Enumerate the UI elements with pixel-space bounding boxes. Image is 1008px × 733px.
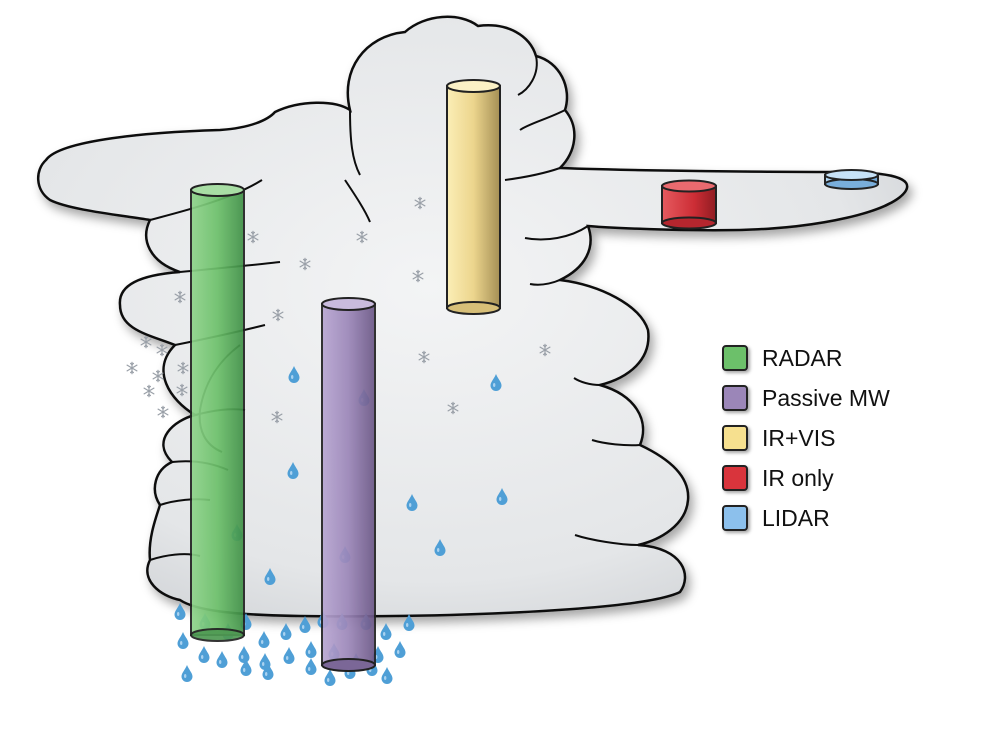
lidar-cylinder xyxy=(824,169,879,190)
raindrop-icon xyxy=(198,646,210,663)
legend-swatch-passive-mw xyxy=(722,385,748,411)
cloud-shape xyxy=(37,15,909,618)
raindrop-icon xyxy=(394,641,406,658)
raindrop-icon xyxy=(324,669,336,686)
legend-item-ir-only: IR only xyxy=(722,463,834,493)
raindrop-icon xyxy=(305,641,317,658)
legend-item-radar: RADAR xyxy=(722,343,843,373)
raindrop-icon xyxy=(177,632,189,649)
raindrop-icon xyxy=(380,623,392,640)
legend-swatch-lidar xyxy=(722,505,748,531)
legend-label-ir-vis: IR+VIS xyxy=(762,424,836,451)
raindrop-icon xyxy=(258,631,270,648)
radar-column xyxy=(190,183,245,642)
raindrop-icon xyxy=(280,623,292,640)
legend-label-ir-only: IR only xyxy=(762,464,834,491)
raindrop-icon xyxy=(238,646,250,663)
legend-label-lidar: LIDAR xyxy=(762,504,830,531)
legend-item-passive-mw: Passive MW xyxy=(722,383,890,413)
raindrop-icon xyxy=(381,667,393,684)
raindrop-icon xyxy=(283,647,295,664)
raindrop-icon xyxy=(174,603,186,620)
legend-label-passive-mw: Passive MW xyxy=(762,384,890,411)
snowflake-icon xyxy=(126,361,138,375)
legend-label-radar: RADAR xyxy=(762,344,843,371)
ir-only-cylinder xyxy=(661,179,717,230)
legend-item-ir-vis: IR+VIS xyxy=(722,423,836,453)
snowflake-icon xyxy=(140,335,152,349)
passive-mw-column xyxy=(321,297,376,672)
raindrop-icon xyxy=(181,665,193,682)
legend-swatch-ir-only xyxy=(722,465,748,491)
legend-item-lidar: LIDAR xyxy=(722,503,830,533)
raindrop-icon xyxy=(216,651,228,668)
snowflake-icon xyxy=(156,343,168,357)
legend-swatch-ir-vis xyxy=(722,425,748,451)
raindrop-icon xyxy=(305,658,317,675)
snowflake-icon xyxy=(152,369,164,383)
snowflake-icon xyxy=(157,405,169,419)
snowflake-icon xyxy=(143,384,155,398)
raindrop-icon xyxy=(299,616,311,633)
ir-vis-column xyxy=(446,79,501,315)
legend-swatch-radar xyxy=(722,345,748,371)
